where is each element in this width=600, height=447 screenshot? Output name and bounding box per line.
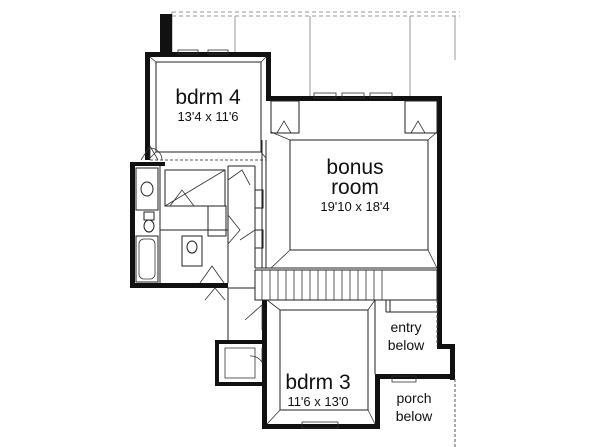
porch-line1: porch bbox=[396, 390, 431, 406]
bonus-name-line1: bonus bbox=[326, 156, 383, 179]
hall bbox=[227, 165, 264, 340]
bdrm4-tray bbox=[149, 49, 267, 161]
entry-line1: entry bbox=[390, 319, 421, 335]
entry-line2: below bbox=[388, 337, 425, 353]
bath-fixtures bbox=[135, 145, 251, 301]
bdrm3-tray bbox=[266, 299, 376, 429]
bonus-name-line2: room bbox=[331, 176, 379, 199]
room-labels: bdrm 4 13'4 x 11'6 bonus room 19'10 x 18… bbox=[175, 86, 433, 424]
porch-line2: below bbox=[396, 408, 433, 424]
porch-outline bbox=[391, 375, 456, 447]
bonus-size: 19'10 x 18'4 bbox=[320, 199, 389, 214]
stairs bbox=[254, 269, 438, 346]
closet-bdrm3 bbox=[224, 347, 263, 379]
bdrm3-size: 11'6 x 13'0 bbox=[287, 394, 348, 409]
bonus-tray bbox=[255, 92, 438, 269]
exterior-walls bbox=[130, 14, 455, 429]
bdrm3-name: bdrm 3 bbox=[285, 371, 350, 394]
bdrm4-size: 13'4 x 11'6 bbox=[177, 109, 238, 124]
bdrm4-name: bdrm 4 bbox=[175, 86, 241, 109]
